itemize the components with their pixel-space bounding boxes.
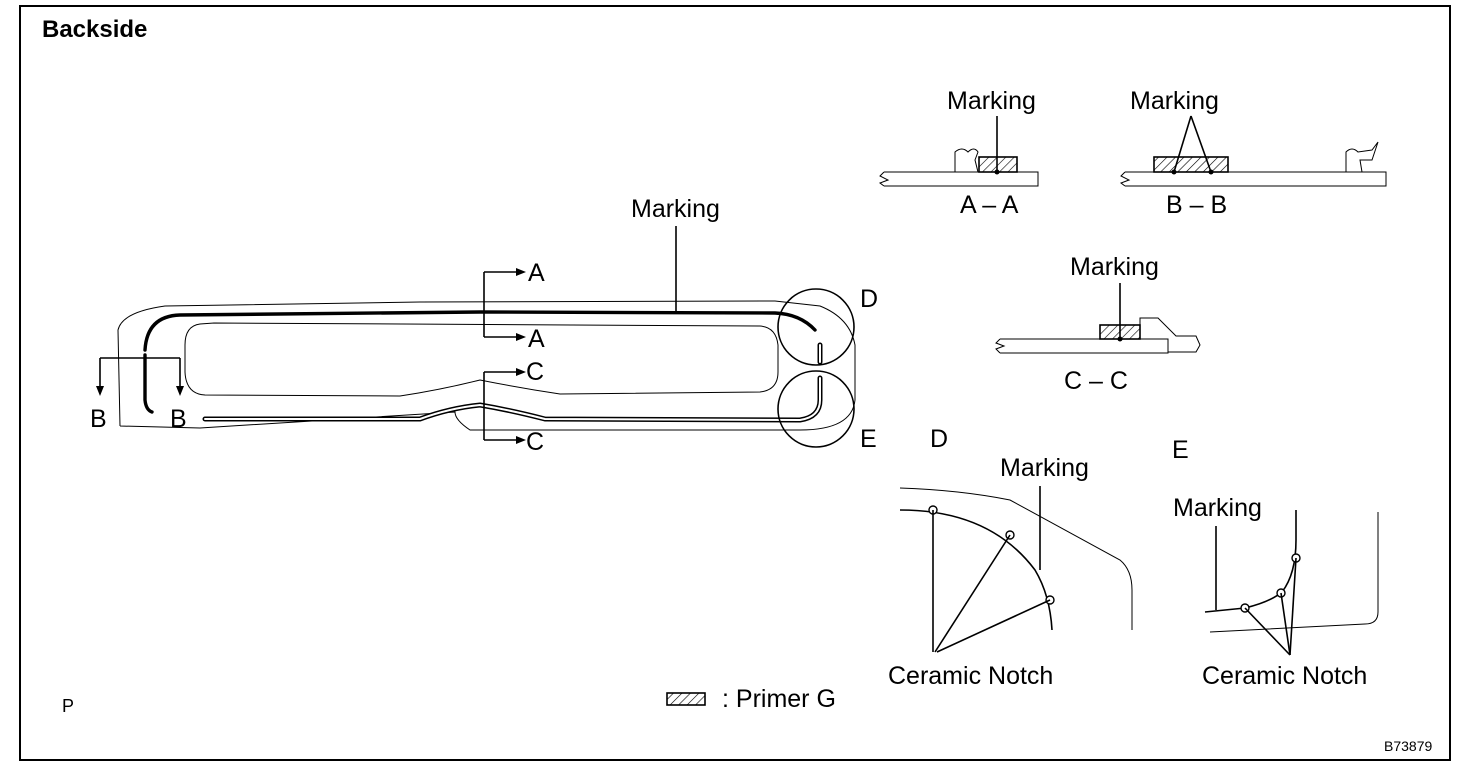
primer-g-swatch — [666, 692, 706, 706]
main-marking-label: Marking — [631, 195, 720, 223]
section-bb-marking: Marking — [1130, 87, 1219, 115]
section-b-left-label: B — [90, 405, 107, 433]
legend-text: : Primer G — [722, 685, 836, 713]
detail-e-title: E — [1172, 436, 1189, 464]
section-cc-marking: Marking — [1070, 253, 1159, 281]
detail-d-title: D — [930, 425, 948, 453]
corner-mark: P — [62, 696, 74, 716]
detail-e-view: E Marking Ceramic Notch — [1172, 436, 1379, 690]
section-bb: Marking B – B — [1119, 87, 1387, 219]
section-c-top-label: C — [526, 358, 544, 386]
section-aa-marking: Marking — [947, 87, 1036, 115]
figure-id: B73879 — [1384, 738, 1432, 754]
ceramic-opening — [184, 322, 779, 397]
detail-d-view: D Marking Ceramic Notch — [888, 425, 1133, 690]
section-c-bottom-label: C — [526, 428, 544, 456]
marking-bead-top — [143, 310, 817, 352]
section-a-top-label: A — [528, 259, 545, 287]
section-cc-caption: C – C — [1064, 367, 1128, 395]
detail-d-circle — [777, 288, 855, 366]
detail-e-label: E — [860, 425, 877, 453]
section-a-bottom-label: A — [528, 325, 545, 353]
section-cc: Marking C – C — [995, 253, 1201, 395]
marking-bead-bottom — [202, 375, 823, 423]
detail-e-circle — [777, 370, 855, 448]
detail-d-notch: Ceramic Notch — [888, 662, 1053, 690]
glass-outline — [117, 300, 856, 431]
detail-e-marking: Marking — [1173, 494, 1262, 522]
page-title: Backside — [42, 16, 147, 43]
detail-d-marking: Marking — [1000, 454, 1089, 482]
figure-frame — [19, 5, 1451, 761]
detail-d-label: D — [860, 285, 878, 313]
section-b-right-label: B — [170, 405, 187, 433]
detail-e-notch: Ceramic Notch — [1202, 662, 1367, 690]
section-aa-caption: A – A — [960, 191, 1019, 219]
section-aa: Marking A – A — [878, 87, 1039, 219]
main-view: A A C C B B Marking D E — [90, 195, 878, 456]
section-bb-caption: B – B — [1166, 191, 1227, 219]
